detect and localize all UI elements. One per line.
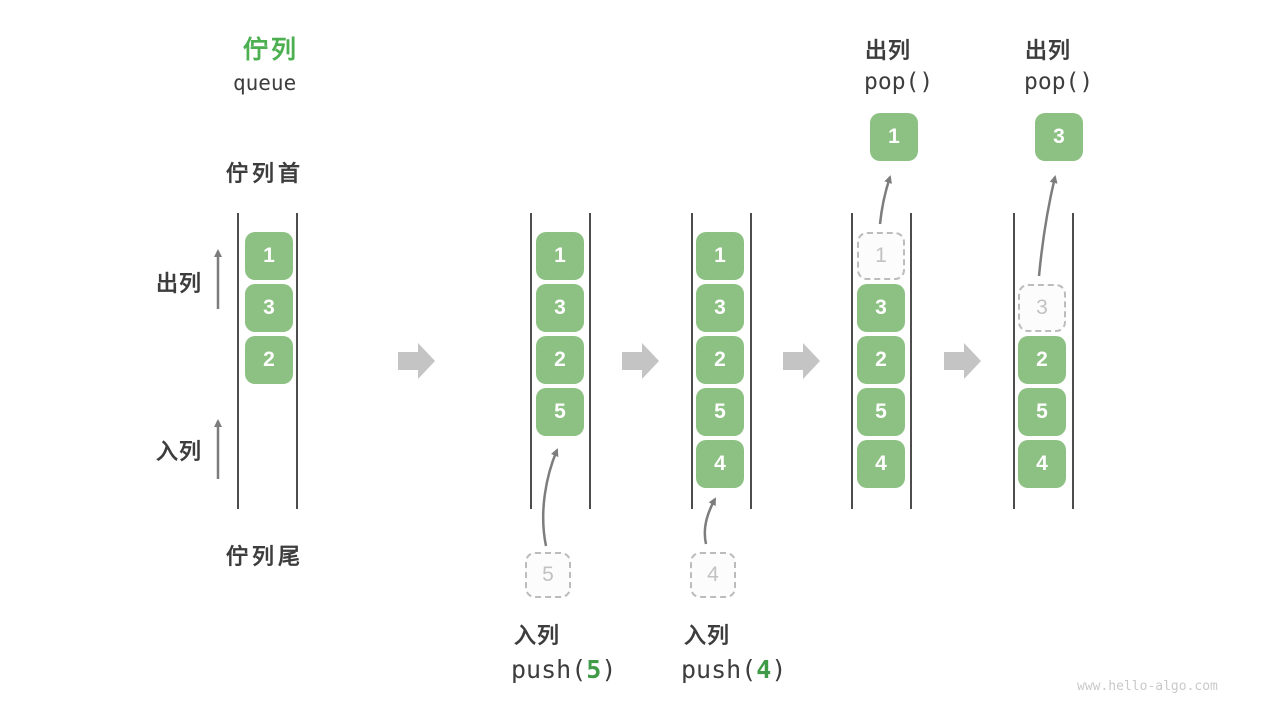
push-op-label: 入列 — [514, 623, 561, 648]
queue-wall — [296, 213, 298, 509]
queue-item: 5 — [696, 388, 744, 436]
pushed-item-ghost: 5 — [525, 552, 571, 598]
queue-item: 2 — [536, 336, 584, 384]
queue-item: 5 — [857, 388, 905, 436]
queue-item: 3 — [536, 284, 584, 332]
queue-item: 3 — [245, 284, 293, 332]
state-transition-arrow-icon — [783, 343, 820, 379]
push-arg: 5 — [586, 655, 602, 684]
queue-item: 5 — [536, 388, 584, 436]
queue-item-removed: 3 — [1018, 284, 1066, 332]
diagram-title-zh: 佇列 — [243, 36, 300, 64]
pop-op-code: pop() — [1024, 69, 1094, 95]
state-transition-arrow-icon — [398, 343, 435, 379]
queue-item: 4 — [1018, 440, 1066, 488]
state-transition-arrow-icon — [622, 343, 659, 379]
pop-op-code: pop() — [864, 69, 934, 95]
push-op-label: 入列 — [684, 623, 731, 648]
queue-item-removed: 1 — [857, 232, 905, 280]
pop-op-label: 出列 — [865, 38, 912, 63]
queue-item: 1 — [536, 232, 584, 280]
queue-item: 5 — [1018, 388, 1066, 436]
queue-wall — [589, 213, 591, 509]
dequeue-label: 出列 — [156, 271, 203, 296]
diagram-title-en: queue — [233, 71, 297, 95]
pop-op-label: 出列 — [1025, 38, 1072, 63]
queue-item: 4 — [696, 440, 744, 488]
queue-wall — [750, 213, 752, 509]
queue-item: 2 — [1018, 336, 1066, 384]
queue-item: 3 — [696, 284, 744, 332]
queue-wall — [910, 213, 912, 509]
pushed-item-ghost: 4 — [690, 552, 736, 598]
queue-wall — [1013, 213, 1015, 509]
queue-item: 1 — [696, 232, 744, 280]
queue-item: 4 — [857, 440, 905, 488]
push-fn-close: ) — [601, 655, 617, 684]
pop3-arrow-icon — [1037, 175, 1058, 277]
queue-item: 2 — [696, 336, 744, 384]
push-op-code: push(4) — [681, 655, 786, 684]
queue-wall — [691, 213, 693, 509]
queue-rear-label: 佇列尾 — [226, 544, 305, 569]
queue-item: 2 — [245, 336, 293, 384]
push4-arrow-icon — [703, 497, 717, 545]
watermark: www.hello-algo.com — [1077, 679, 1218, 694]
queue-item: 3 — [857, 284, 905, 332]
queue-wall — [1072, 213, 1074, 509]
queue-item: 1 — [245, 232, 293, 280]
state-transition-arrow-icon — [944, 343, 981, 379]
popped-item: 1 — [870, 113, 918, 161]
push-arg: 4 — [756, 655, 772, 684]
push-fn-close: ) — [771, 655, 787, 684]
queue-wall — [237, 213, 239, 509]
pop1-arrow-icon — [878, 175, 892, 225]
push-fn-open: push( — [681, 655, 757, 684]
queue-wall — [851, 213, 853, 509]
enqueue-label: 入列 — [156, 439, 203, 464]
push5-arrow-icon — [541, 448, 559, 547]
popped-item: 3 — [1035, 113, 1083, 161]
queue-wall — [530, 213, 532, 509]
queue-item: 2 — [857, 336, 905, 384]
push-op-code: push(5) — [511, 655, 616, 684]
queue-front-label: 佇列首 — [226, 161, 305, 186]
push-fn-open: push( — [511, 655, 587, 684]
